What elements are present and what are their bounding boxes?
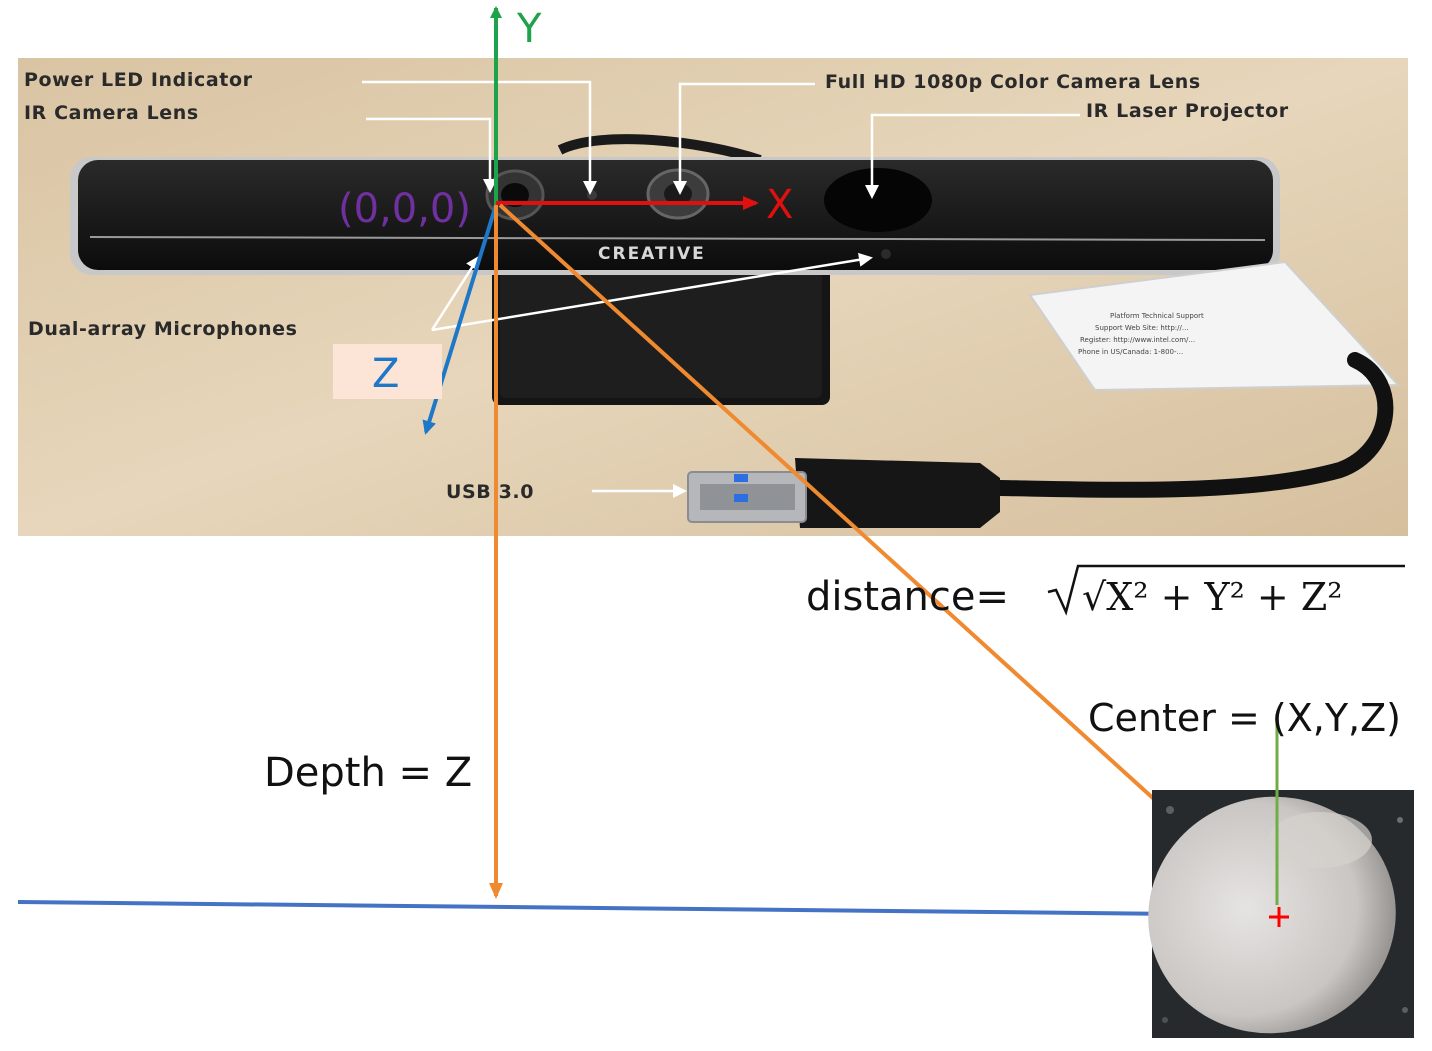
color-camera-label: Full HD 1080p Color Camera Lens [825,71,1201,93]
svg-text:Register: http://www.intel.com: Register: http://www.intel.com/... [1080,336,1195,344]
distance-formula: √X² + Y² + Z² [1047,564,1405,619]
power-led-label: Power LED Indicator [24,69,253,91]
distance-formula-prefix: distance= [806,574,1009,620]
center-label: Center = (X,Y,Z) [1088,696,1401,740]
microphones-label: Dual-array Microphones [28,318,298,340]
usb-label: USB 3.0 [446,481,534,503]
depth-plane-line [17,900,1281,917]
z-label-box [333,344,442,399]
sqrt-radical-icon [1047,564,1405,616]
center-cross-marker-icon [1269,907,1289,927]
svg-text:Phone in US/Canada: 1-800-...: Phone in US/Canada: 1-800-... [1078,348,1183,356]
z-axis-label: Z [372,351,399,397]
distance-formula-radicand: √X² + Y² + Z² [1082,575,1342,619]
ir-projector-label: IR Laser Projector [1086,100,1289,122]
product-sticker: Platform Technical Support Support Web S… [1028,260,1401,392]
egg-image [1148,790,1414,1038]
camera-photo: CREATIVE Platform Technical Support Supp… [18,58,1408,536]
origin-label: (0,0,0) [338,186,471,232]
depth-label: Depth = Z [264,750,472,796]
brand-logo-text: CREATIVE [598,244,706,264]
distance-arrow [498,203,1278,912]
ir-camera-label: IR Camera Lens [24,102,199,124]
svg-text:Support Web Site: http://...: Support Web Site: http://... [1095,324,1189,332]
y-axis-label: Y [516,6,542,52]
callout-leaders [362,80,1080,498]
x-axis-label: X [766,182,793,228]
svg-text:Platform Technical Support: Platform Technical Support [1110,312,1204,320]
